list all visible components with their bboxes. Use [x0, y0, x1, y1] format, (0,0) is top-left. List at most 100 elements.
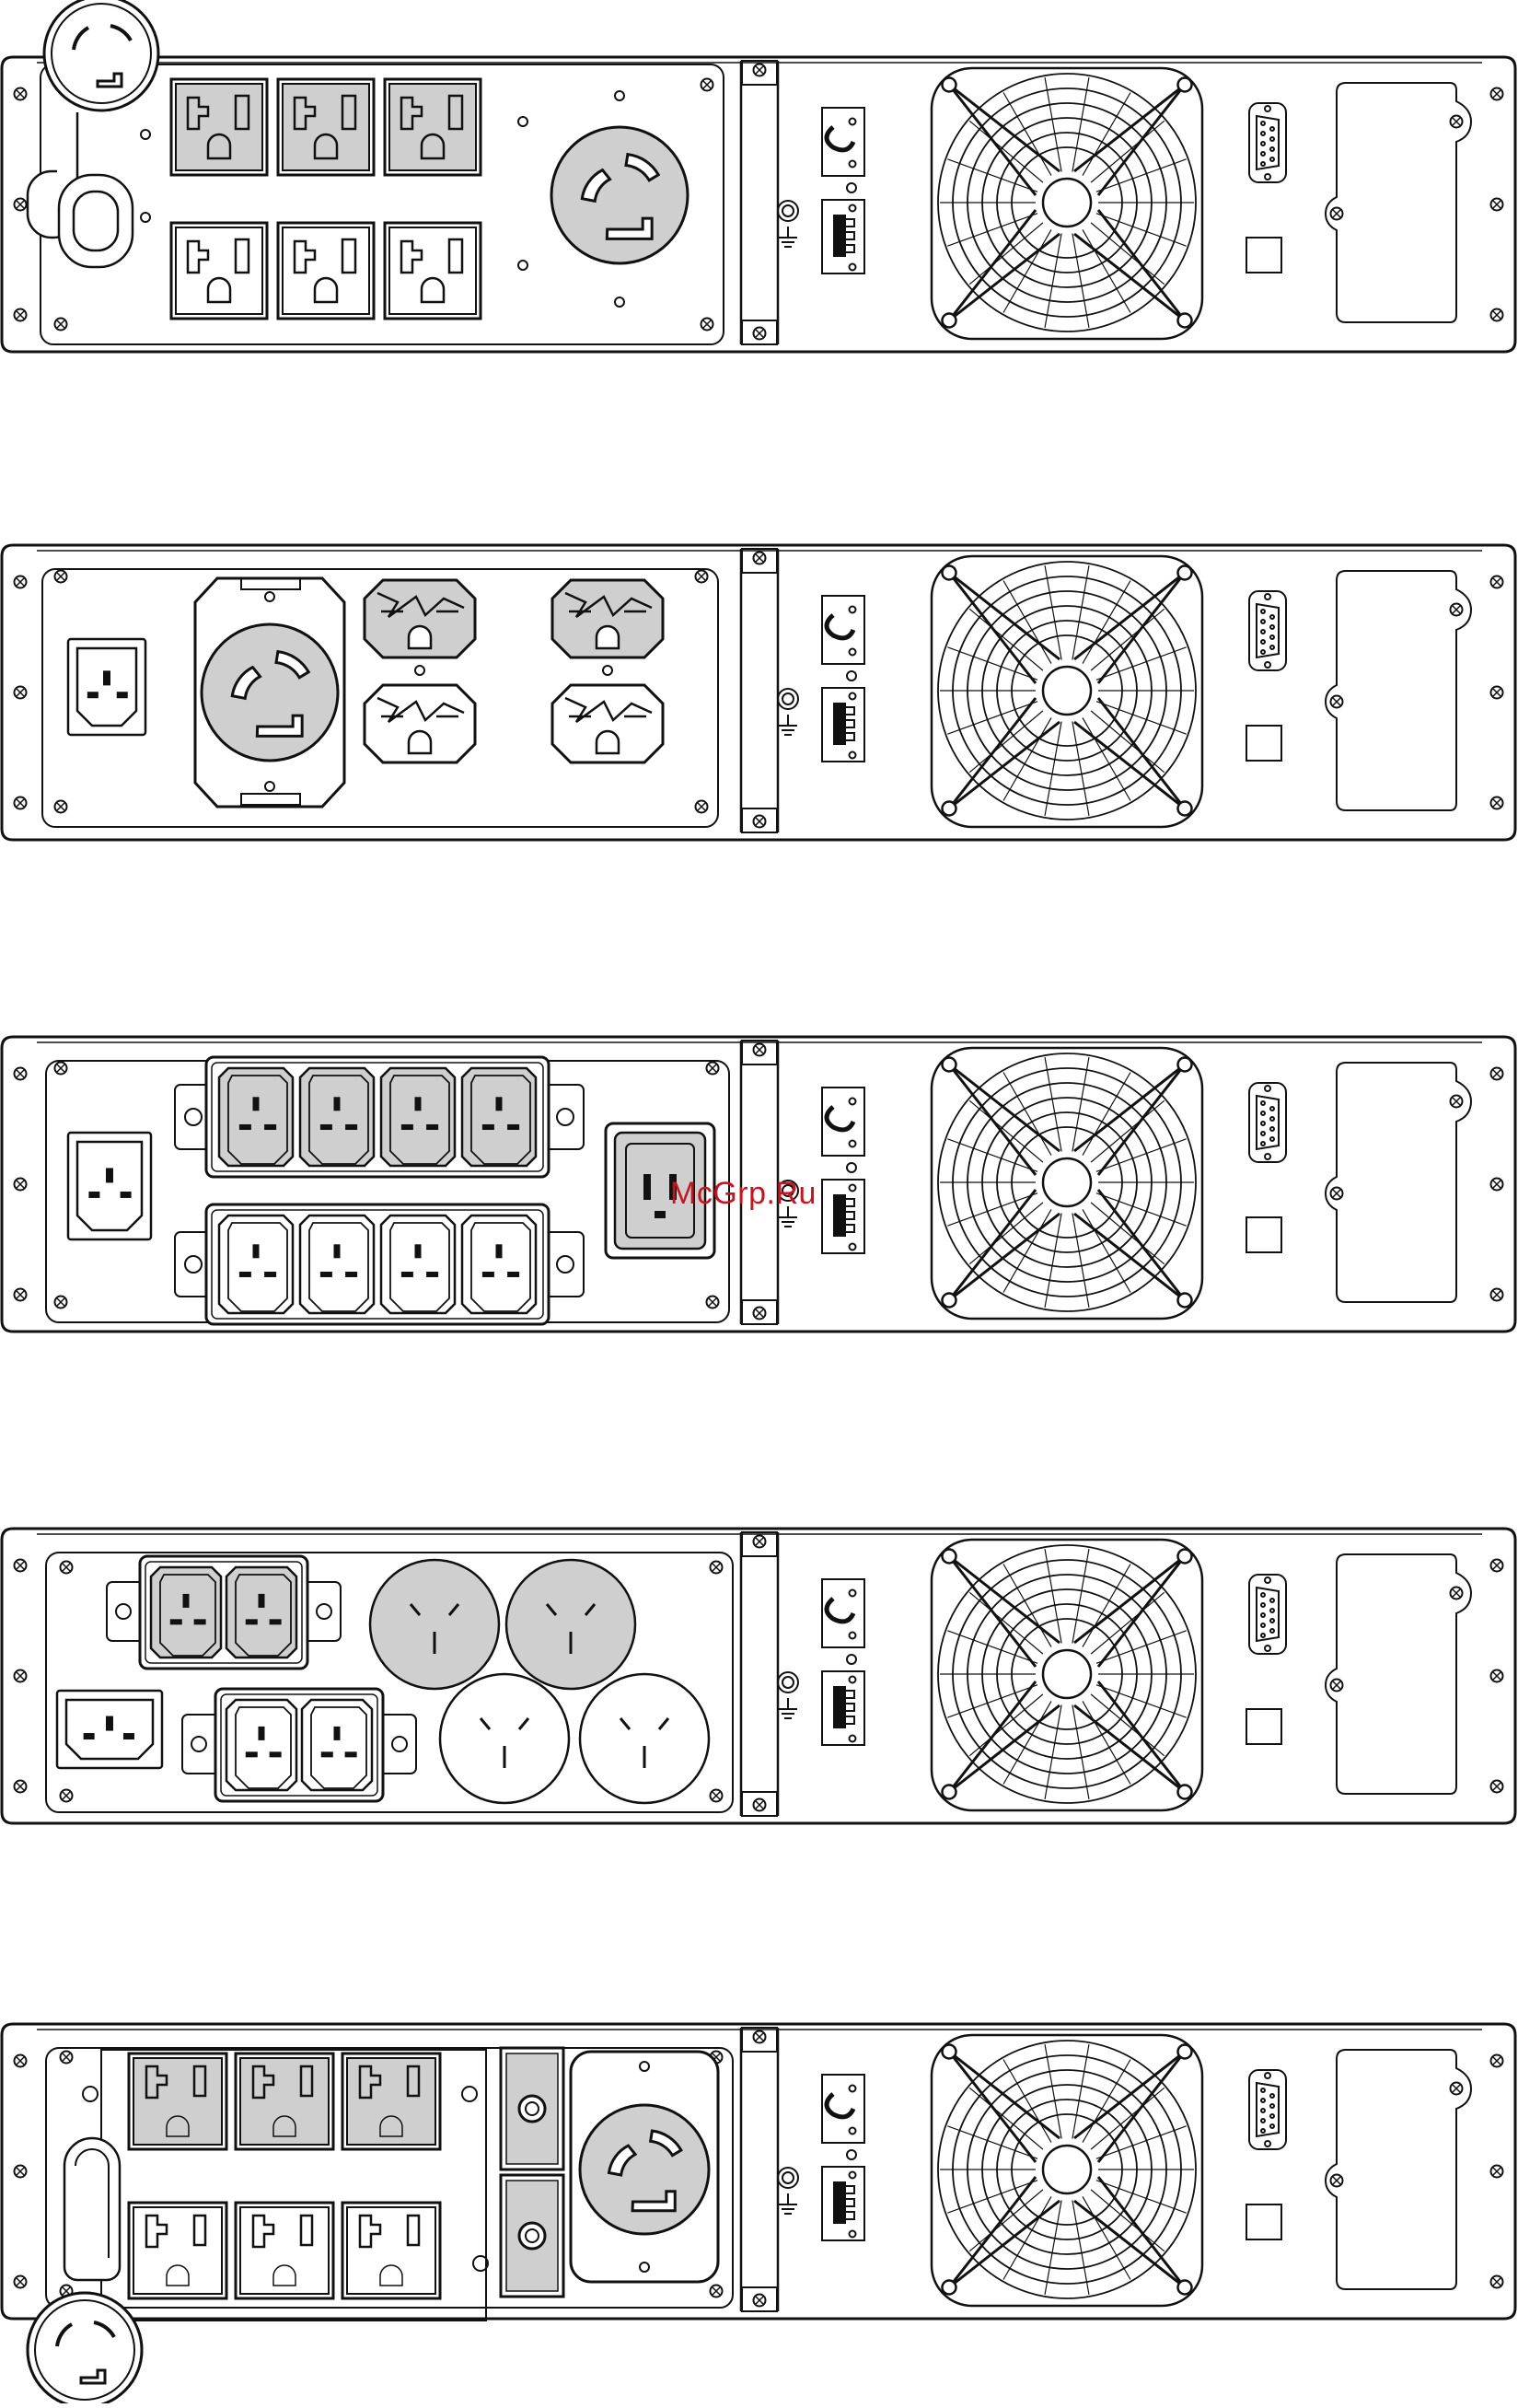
- mount-hole: [557, 1109, 574, 1125]
- screw-icon: [701, 319, 713, 331]
- relay-connector-icon: [822, 1088, 864, 1156]
- iec-c13-outlet-icon: [226, 1567, 296, 1658]
- port-cover-icon: [1246, 1709, 1281, 1744]
- panel-unit-1: [2, 0, 1515, 352]
- as-nzs-outlet-icon: [580, 1674, 709, 1803]
- mount-hole: [191, 1737, 206, 1751]
- screw-icon: [754, 1536, 766, 1548]
- accessory-slot-icon: [1326, 83, 1471, 322]
- nema-duplex-outlet-icon: [365, 580, 475, 657]
- watermark-text: McGrp.Ru: [670, 1176, 817, 1212]
- accessory-slot-icon: [1326, 1554, 1471, 1794]
- screw-icon: [754, 64, 766, 76]
- screw-icon: [754, 816, 766, 828]
- nema-5-20-outlet-icon: [171, 223, 267, 319]
- iec-c14-inlet-icon: [68, 1133, 151, 1239]
- screw-icon: [1491, 2276, 1503, 2288]
- cooling-fan-icon: [932, 68, 1202, 339]
- screw-icon: [754, 2031, 766, 2043]
- iec-c13-outlet-icon: [302, 1700, 372, 1790]
- mount-hole: [518, 261, 527, 270]
- iec-c13-outlet-icon: [381, 1068, 455, 1166]
- chassis-outline: [2, 2024, 1515, 2319]
- screw-icon: [1491, 1560, 1503, 1572]
- nema-5-20-outlet-icon: [342, 2053, 440, 2149]
- screw-icon: [754, 1308, 766, 1320]
- screw-icon: [61, 1790, 73, 1802]
- screw-icon: [1451, 2083, 1463, 2095]
- nema-5-20-outlet-icon: [129, 2203, 226, 2298]
- iec-c13-outlet-icon: [226, 1700, 296, 1790]
- terminal-block-icon: [822, 688, 864, 762]
- screw-icon: [1491, 2055, 1503, 2067]
- screw-icon: [696, 571, 708, 583]
- iec-c14-inlet-icon: [57, 1691, 162, 1768]
- screw-icon: [15, 2166, 27, 2178]
- relay-connector-icon: [822, 596, 864, 664]
- nema-duplex-outlet-icon: [365, 685, 475, 762]
- screw-icon: [1491, 1068, 1503, 1080]
- screw-icon: [55, 319, 67, 331]
- screw-icon: [1331, 208, 1343, 220]
- screw-icon: [15, 687, 27, 699]
- mount-hole: [116, 1604, 131, 1619]
- screw-icon: [15, 2055, 27, 2067]
- screw-icon: [1451, 1588, 1463, 1600]
- iec-c13-outlet-icon: [300, 1068, 374, 1166]
- nema-duplex-outlet-icon: [552, 580, 663, 657]
- accessory-slot-icon: [1326, 1063, 1471, 1302]
- terminal-block-icon: [822, 1180, 864, 1253]
- mount-hole: [615, 91, 624, 100]
- nema-5-20-outlet-icon: [278, 223, 374, 319]
- ground-icon: [778, 201, 798, 247]
- port-cover-icon: [1246, 2204, 1281, 2239]
- nema-duplex-outlet-icon: [552, 685, 663, 762]
- indicator-icon: [847, 183, 856, 192]
- screw-icon: [15, 576, 27, 588]
- iec-c13-outlet-icon: [151, 1567, 221, 1658]
- twistlock-receptacle-icon: [580, 2105, 709, 2234]
- mount-hole: [185, 1109, 202, 1125]
- relay-connector-icon: [822, 1579, 864, 1647]
- screw-icon: [15, 199, 27, 211]
- screw-icon: [1491, 199, 1503, 211]
- screw-icon: [15, 1179, 27, 1191]
- serial-port-icon: [1249, 103, 1286, 182]
- as-nzs-outlet-icon: [370, 1560, 499, 1689]
- ground-icon: [778, 1672, 798, 1718]
- mount-hole: [518, 117, 527, 126]
- terminal-block-icon: [822, 200, 864, 273]
- panel-unit-5: [2, 2024, 1515, 2403]
- iec-c13-outlet-icon: [219, 1216, 293, 1313]
- indicator-icon: [847, 1655, 856, 1664]
- screw-icon: [711, 2286, 723, 2297]
- nema-5-20-outlet-icon: [129, 2053, 226, 2149]
- screw-icon: [1451, 1096, 1463, 1108]
- iec-c13-outlet-icon: [219, 1068, 293, 1166]
- screw-icon: [1491, 1781, 1503, 1793]
- nema-5-20-outlet-icon: [385, 79, 481, 175]
- screw-icon: [1491, 1289, 1503, 1301]
- screw-icon: [1491, 576, 1503, 588]
- screw-icon: [61, 1562, 73, 1574]
- screw-icon: [1451, 604, 1463, 616]
- power-cord-plug-icon: [44, 0, 158, 111]
- serial-port-icon: [1249, 1575, 1286, 1654]
- screw-icon: [55, 1297, 67, 1309]
- screw-icon: [61, 2052, 73, 2064]
- iec-c13-outlet-icon: [300, 1216, 374, 1313]
- screw-icon: [696, 801, 708, 813]
- screw-icon: [1331, 1680, 1343, 1692]
- serial-port-icon: [1249, 2070, 1286, 2149]
- mount-hole: [141, 213, 150, 222]
- screw-icon: [707, 1297, 719, 1309]
- mount-hole: [185, 1256, 202, 1273]
- screw-icon: [754, 1799, 766, 1811]
- cooling-fan-icon: [932, 556, 1202, 827]
- circuit-breaker-icon: [501, 2175, 563, 2297]
- iec-c13-outlet-icon: [381, 1216, 455, 1313]
- ground-icon: [778, 689, 798, 735]
- screw-icon: [1491, 309, 1503, 321]
- serial-port-icon: [1249, 591, 1286, 670]
- screw-icon: [55, 571, 67, 583]
